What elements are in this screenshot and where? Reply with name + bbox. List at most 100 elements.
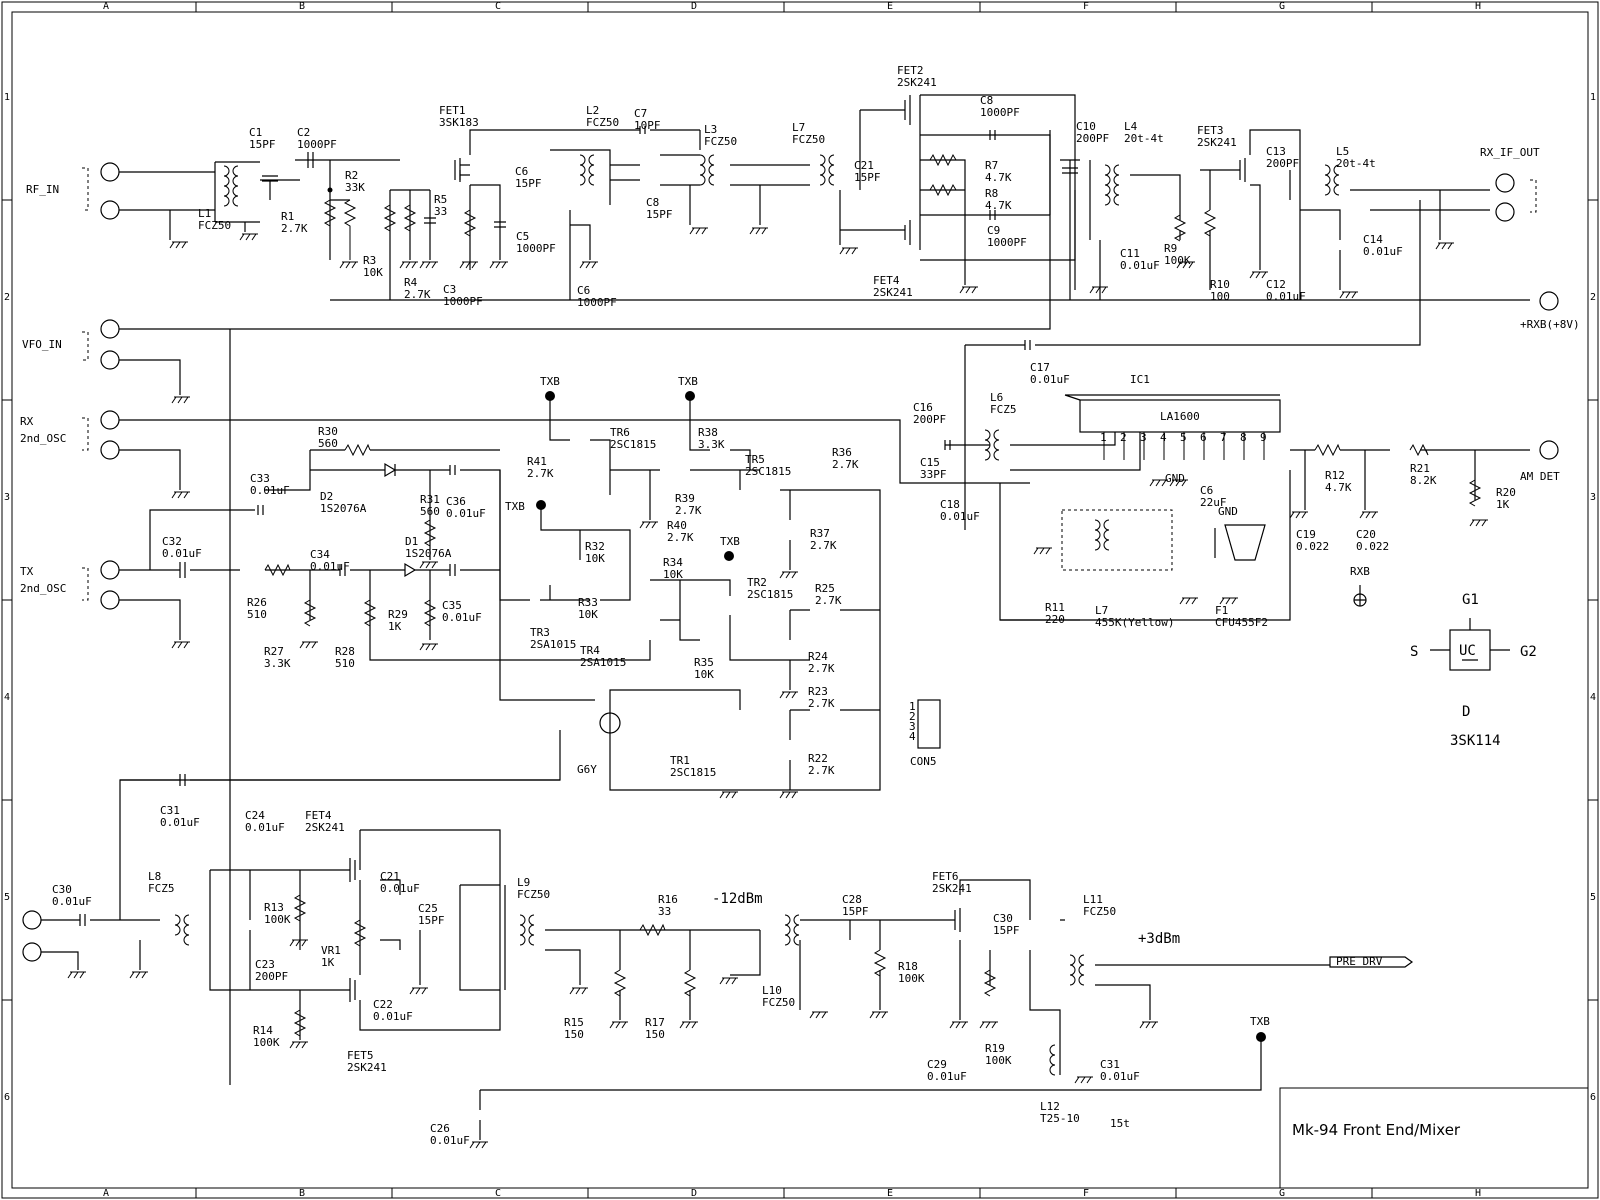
ground-symbol — [949, 1021, 968, 1029]
ic1-ref: IC1 — [1130, 373, 1150, 386]
txb-label-4: TXB — [720, 535, 740, 548]
vfo-in-label: VFO_IN — [22, 338, 62, 351]
ground-symbol — [171, 396, 190, 404]
con5-pin-2: 2 — [909, 710, 916, 723]
grid-col-F: F — [1083, 1188, 1089, 1199]
rx-osc-label: 2nd_OSC — [20, 432, 66, 445]
ground-symbol — [569, 987, 588, 995]
grid-col-A: A — [103, 1188, 109, 1199]
ground-symbol — [1359, 511, 1378, 519]
ground-symbol — [339, 261, 358, 269]
ground-symbol — [409, 987, 428, 995]
ground-symbol — [1219, 597, 1238, 605]
grid-col-D: D — [691, 1, 697, 12]
ground-symbol — [1339, 291, 1358, 299]
ground-symbol — [419, 643, 438, 651]
ground-symbol — [719, 977, 738, 985]
ground-symbol — [979, 1021, 998, 1029]
ground-symbol — [749, 227, 768, 235]
legend-part: 3SK114 — [1450, 733, 1501, 749]
ground-symbol — [1033, 547, 1052, 555]
ic1-gnd2: GND — [1218, 505, 1238, 518]
grid-col-E: E — [887, 1, 893, 12]
ground-symbol — [779, 791, 798, 799]
rx-label: RX — [20, 415, 34, 428]
ground-symbol — [1435, 242, 1454, 250]
ground-symbol — [1169, 479, 1188, 487]
fet-pinout-legend: G1 G2 S D UC 3SK114 — [1410, 592, 1537, 749]
tx-label: TX — [20, 565, 34, 578]
grid-row-1: 1 — [1590, 92, 1596, 103]
grid-row-4: 4 — [4, 692, 10, 703]
ic1-pin-2: 2 — [1120, 431, 1127, 444]
txb-label-5: TXB — [1250, 1015, 1270, 1028]
ground-symbol — [1176, 261, 1195, 269]
ground-symbol — [1074, 1076, 1093, 1084]
ground-symbol — [1249, 271, 1268, 279]
component-label-g6y: G6Y — [577, 763, 597, 776]
ground-symbol — [779, 571, 798, 579]
txb-label-1: TXB — [540, 375, 560, 388]
txb-label-3: TXB — [505, 500, 525, 513]
grid-col-G: G — [1279, 1, 1285, 12]
ground-symbol — [719, 791, 738, 799]
ground-symbol — [809, 1011, 828, 1019]
con5-pin-1: 1 — [909, 700, 916, 713]
tx-osc-label: 2nd_OSC — [20, 582, 66, 595]
con5-pin-4: 4 — [909, 730, 916, 743]
title-block — [1279, 1087, 1589, 1189]
ground-symbol — [459, 261, 478, 269]
ground-symbol — [169, 241, 188, 249]
ground-symbol — [689, 227, 708, 235]
grid-col-E: E — [887, 1188, 893, 1199]
grid-col-C: C — [495, 1, 501, 12]
